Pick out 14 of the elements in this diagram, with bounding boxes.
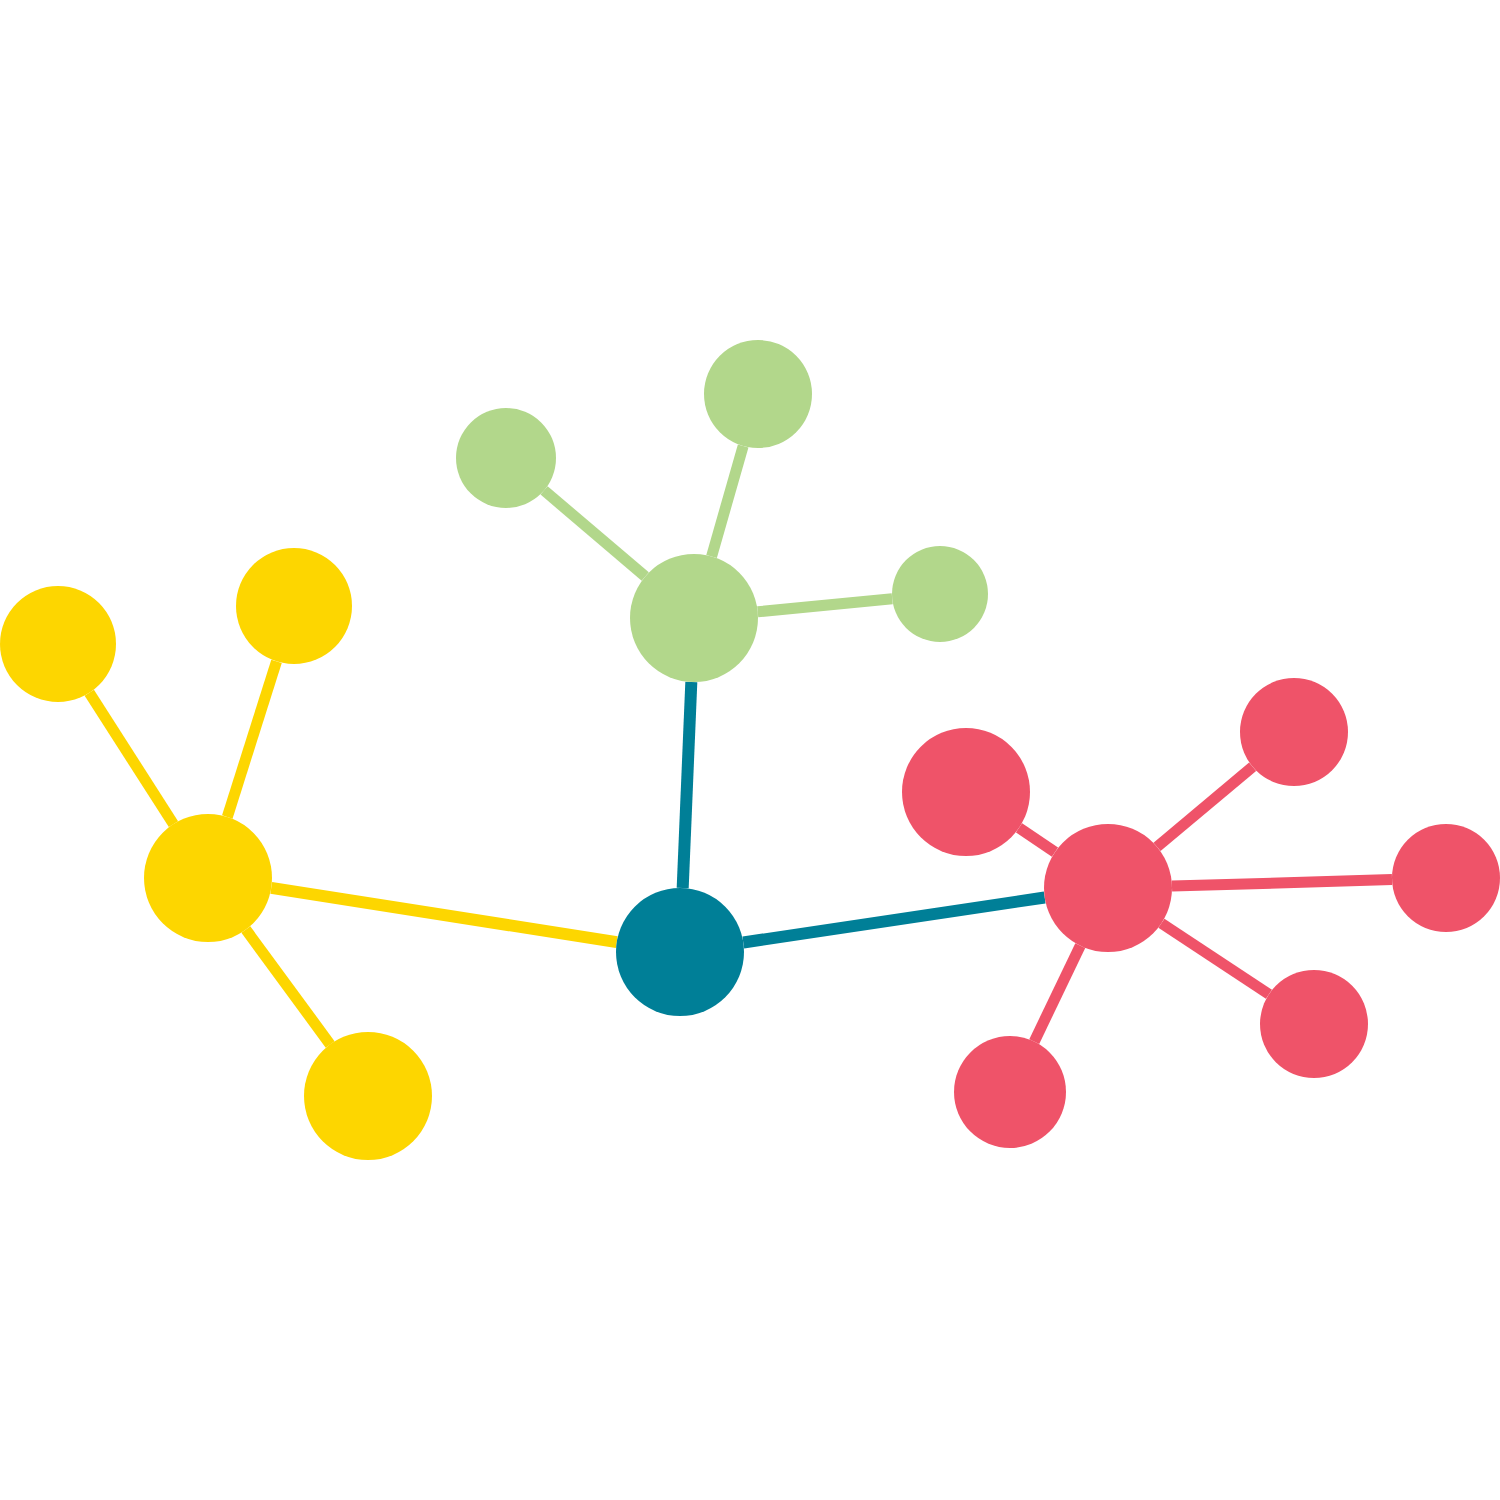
connector-line: [706, 444, 749, 558]
connector-line: [241, 926, 335, 1048]
connector-line: [1015, 823, 1059, 857]
connector-line: [757, 593, 893, 618]
connector-line: [1153, 762, 1257, 852]
connector-line: [1158, 918, 1272, 999]
connector-line: [742, 891, 1046, 949]
connector-line: [270, 882, 618, 948]
connector-line: [676, 681, 698, 889]
connector-line: [222, 659, 282, 819]
connector-line: [1029, 943, 1086, 1044]
connector-line: [1171, 874, 1393, 892]
connector-line: [84, 689, 179, 828]
connector-line: [540, 486, 649, 581]
